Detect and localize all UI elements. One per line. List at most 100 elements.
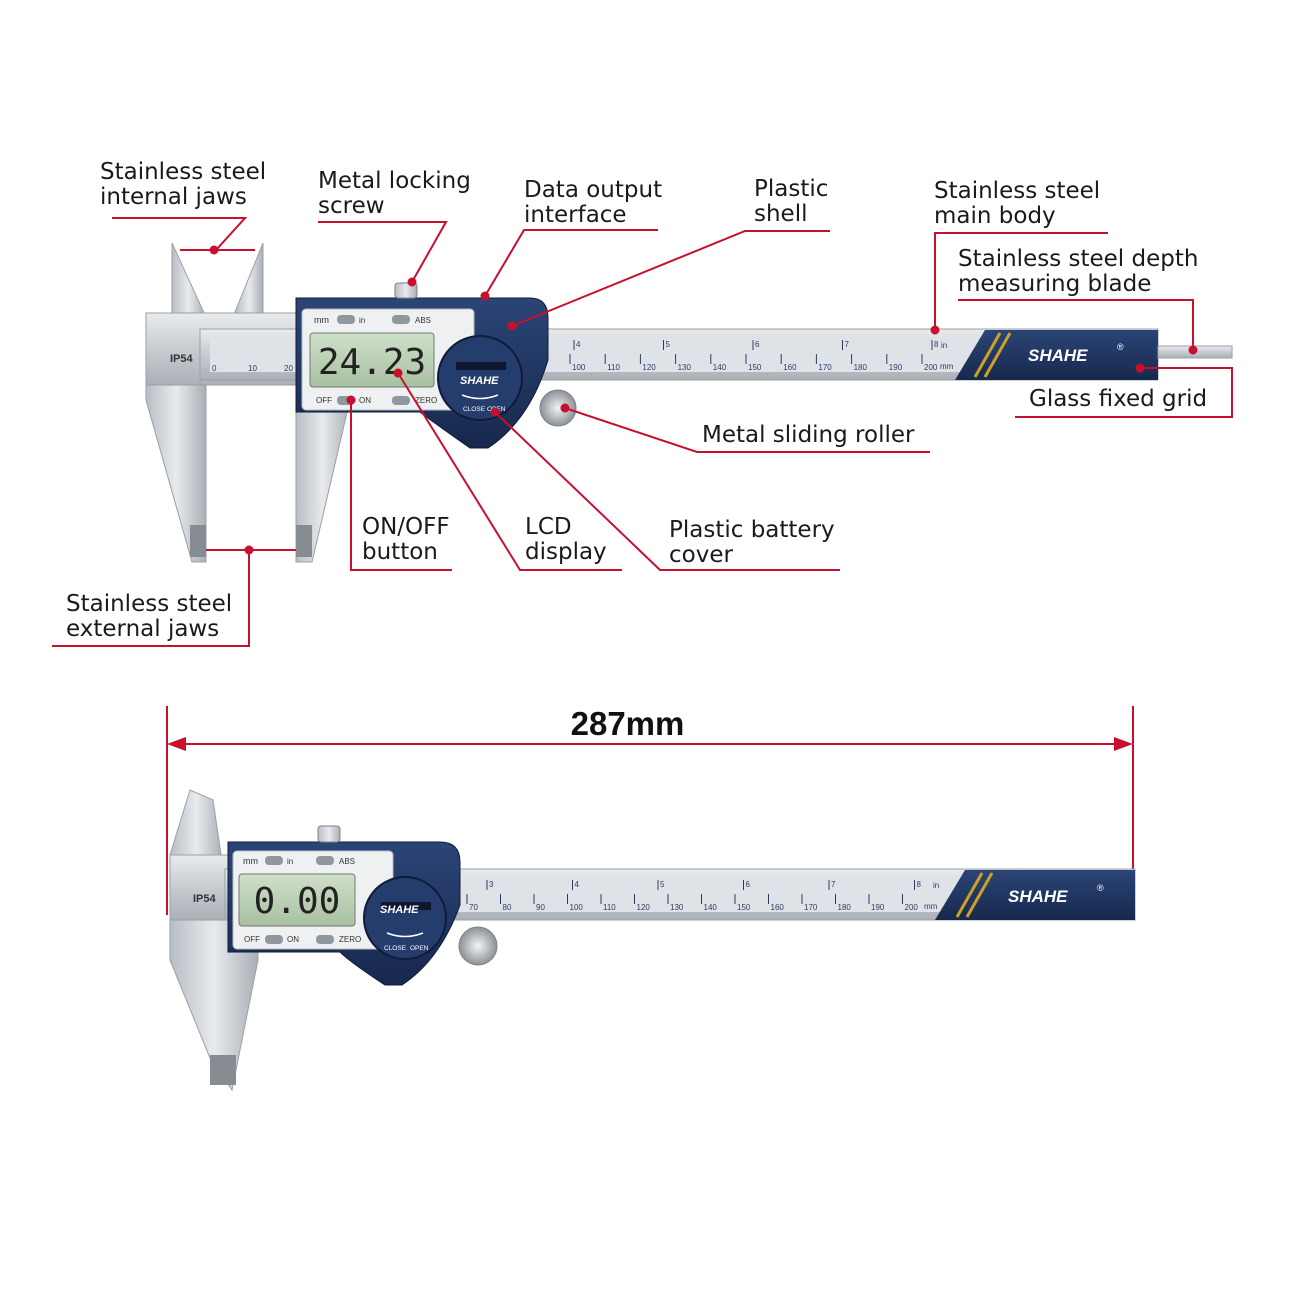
zero-button-top[interactable] xyxy=(392,396,410,405)
lcd-top xyxy=(309,332,435,388)
inch-label: 5 xyxy=(660,880,665,889)
ip-rating-top: IP54 xyxy=(170,353,194,365)
length-dimension-label: 287mm xyxy=(570,705,685,742)
svg-text:CLOSE: CLOSE xyxy=(384,945,407,952)
external-jaw-fixed xyxy=(145,384,207,563)
scale-label: 120 xyxy=(642,363,656,372)
scale-label: 160 xyxy=(783,363,797,372)
inch-label: 8 xyxy=(917,880,922,889)
svg-text:in: in xyxy=(933,881,939,890)
scale-label: 170 xyxy=(818,363,832,372)
svg-text:CLOSE: CLOSE xyxy=(463,406,486,413)
scale-label: 110 xyxy=(607,363,620,372)
inch-label: 7 xyxy=(845,340,850,349)
svg-text:10: 10 xyxy=(248,364,257,373)
scale-label: 200 xyxy=(905,903,919,912)
button-row-bottom: mm in ABS OFF ON ZERO xyxy=(243,856,361,944)
abs-button-top[interactable] xyxy=(392,315,410,324)
scale-label: 190 xyxy=(871,903,885,912)
scale-label: 160 xyxy=(771,903,785,912)
scale-label: 120 xyxy=(637,903,651,912)
inch-label: 5 xyxy=(666,340,671,349)
svg-text:ON: ON xyxy=(287,935,299,944)
sliding-roller-bottom xyxy=(458,926,498,966)
scale-label: 80 xyxy=(503,903,512,912)
scale-label: 140 xyxy=(713,363,727,372)
inch-label: 4 xyxy=(575,880,580,889)
svg-text:OFF: OFF xyxy=(316,396,332,405)
scale-label: 150 xyxy=(748,363,762,372)
svg-text:ZERO: ZERO xyxy=(339,935,361,944)
svg-text:®: ® xyxy=(1117,342,1124,352)
mm-in-button-bottom[interactable] xyxy=(265,856,283,865)
svg-text:in: in xyxy=(287,857,293,866)
brand-logo-top: SHAHE xyxy=(1028,346,1088,365)
scale-label: 130 xyxy=(678,363,692,372)
svg-text:mm: mm xyxy=(243,856,258,866)
scale-label: 170 xyxy=(804,903,818,912)
lcd-reading-bottom: 0.00 xyxy=(254,881,341,922)
battery-cover-bottom xyxy=(363,876,447,960)
scale-label: 140 xyxy=(704,903,718,912)
ip-rating-bottom: IP54 xyxy=(193,893,217,905)
scale-label: 70 xyxy=(469,903,478,912)
scale-label: 90 xyxy=(536,903,545,912)
svg-text:mm: mm xyxy=(924,902,938,911)
brand-logo-bottom: SHAHE xyxy=(1008,887,1068,906)
scale-label: 130 xyxy=(670,903,684,912)
lcd-reading-top: 24.23 xyxy=(318,342,426,383)
fixed-head-bottom xyxy=(169,854,233,921)
svg-text:SHAHE: SHAHE xyxy=(380,904,419,916)
onoff-button-bottom[interactable] xyxy=(265,935,283,944)
scale-label: 100 xyxy=(570,903,584,912)
scale-label: 200 xyxy=(924,363,938,372)
abs-button-bottom[interactable] xyxy=(316,856,334,865)
scale-label: 110 xyxy=(603,903,616,912)
svg-text:mm: mm xyxy=(314,315,329,325)
callout-glass-grid: Glass fixed grid xyxy=(1029,386,1208,412)
svg-text:ZERO: ZERO xyxy=(415,396,437,405)
svg-text:®: ® xyxy=(1097,883,1104,893)
scale-label: 100 xyxy=(572,363,586,372)
inch-label: 7 xyxy=(831,880,836,889)
sliding-roller-top xyxy=(539,389,577,427)
svg-text:20: 20 xyxy=(284,364,293,373)
lcd-bottom xyxy=(238,873,356,927)
leader-lines xyxy=(52,217,1233,647)
svg-text:SHAHE: SHAHE xyxy=(460,375,499,387)
svg-text:ABS: ABS xyxy=(339,857,355,866)
svg-text:OPEN: OPEN xyxy=(410,945,429,952)
svg-text:in: in xyxy=(359,316,365,325)
button-row-top: mm in ABS OFF ON ZERO xyxy=(314,315,437,405)
inch-label: 6 xyxy=(755,340,760,349)
locking-screw-bottom xyxy=(317,825,341,843)
battery-cover-top xyxy=(437,335,523,421)
svg-text:in: in xyxy=(941,341,947,350)
inch-label: 6 xyxy=(746,880,751,889)
scale-ticks-bottom: 70 80 90 100 110 120 130 140 150 160 170 180 190 200 3… xyxy=(466,880,922,912)
locking-screw-top xyxy=(394,282,418,299)
inch-label: 3 xyxy=(489,880,494,889)
callout-sliding-roller: Metal sliding roller xyxy=(702,422,915,448)
svg-text:mm: mm xyxy=(940,362,954,371)
scale-label: 180 xyxy=(838,903,852,912)
caliper-bottom: SHAHE ® IP54 0.00 mm in ABS OFF ON ZERO … xyxy=(169,789,1136,1092)
zero-button-bottom[interactable] xyxy=(316,935,334,944)
scale-label: 190 xyxy=(889,363,903,372)
scale-label: 150 xyxy=(737,903,751,912)
mm-in-button-top[interactable] xyxy=(337,315,355,324)
svg-text:OFF: OFF xyxy=(244,935,260,944)
scale-label: 180 xyxy=(854,363,868,372)
